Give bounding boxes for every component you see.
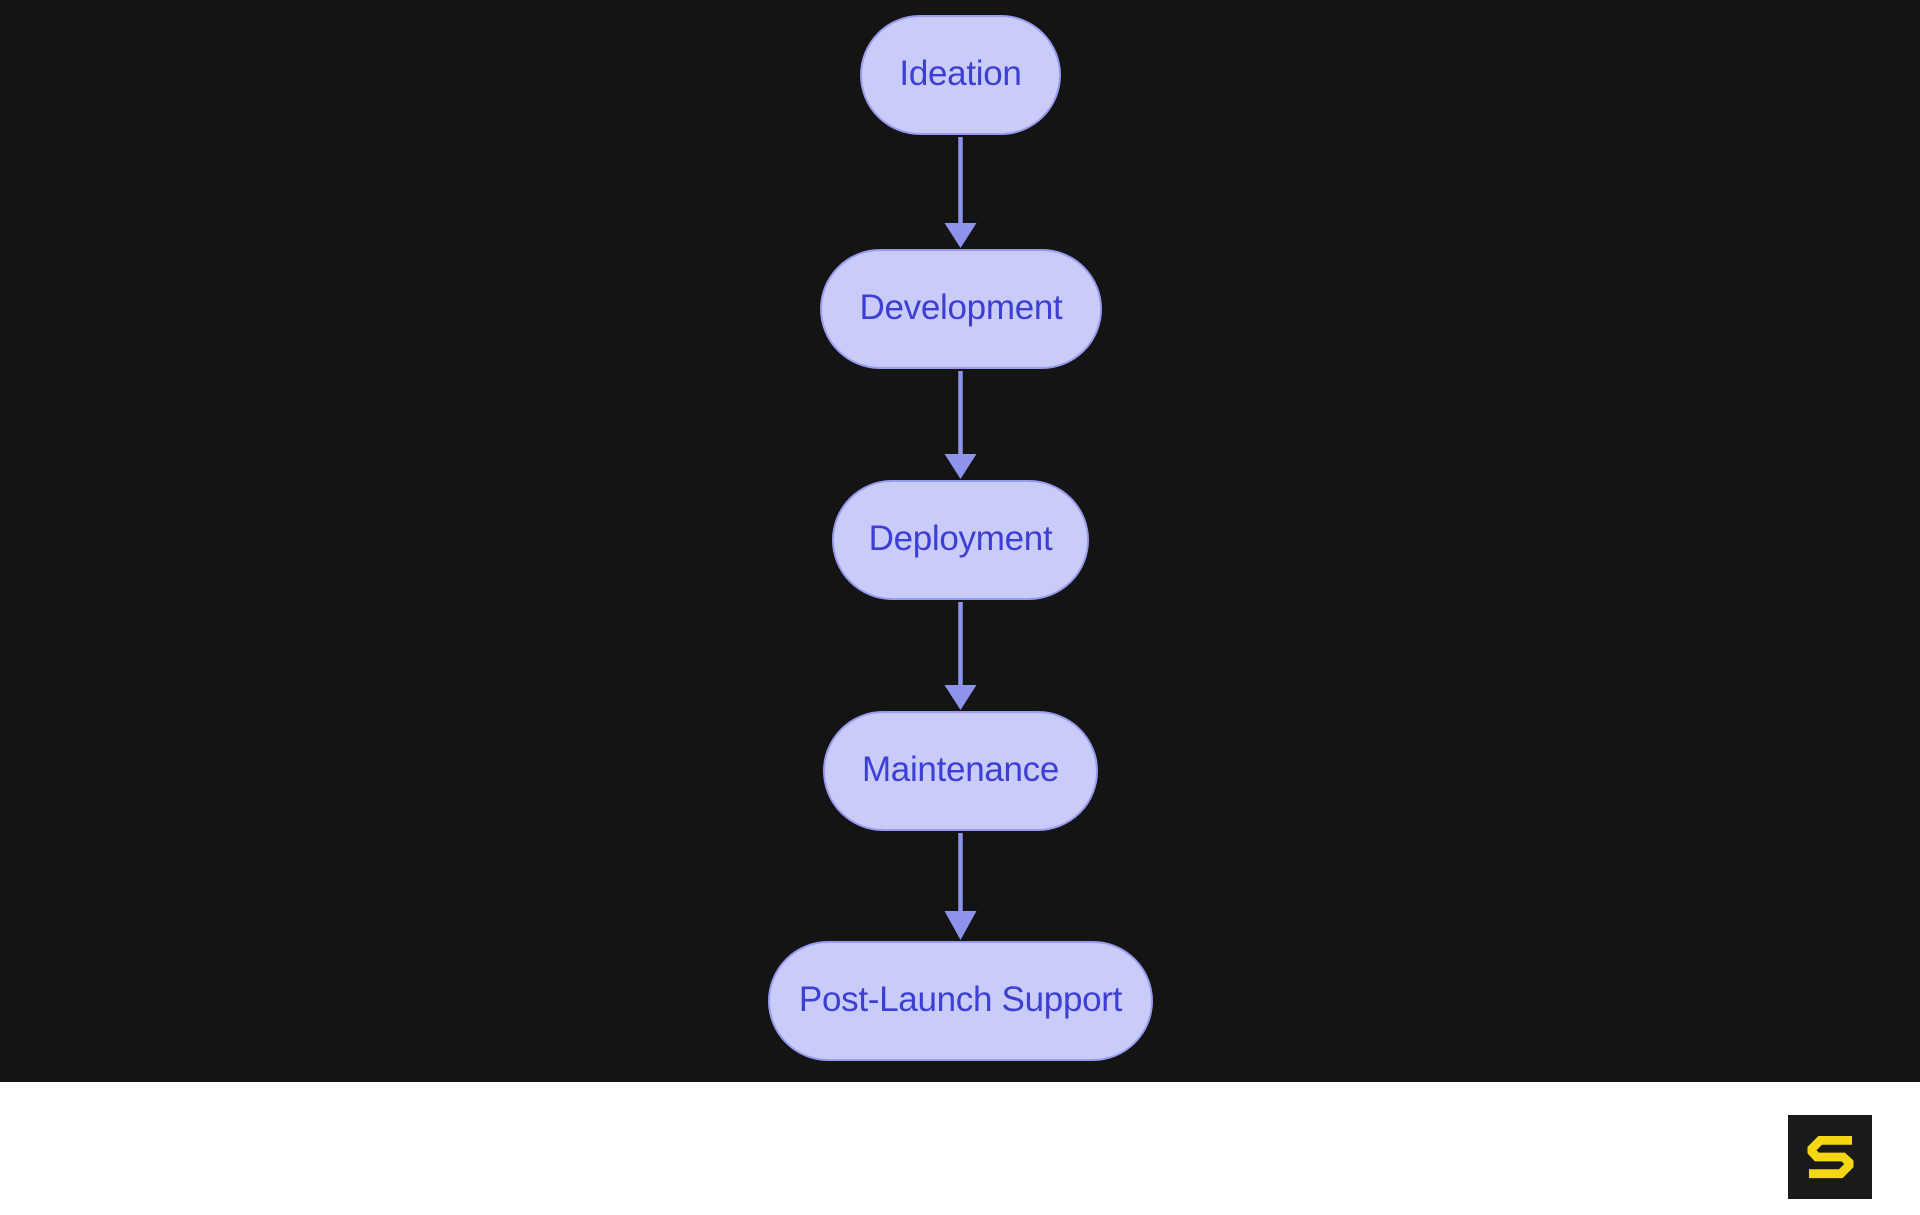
footer-band: [0, 1082, 1920, 1215]
edge-maintenance-postlaunch: [944, 833, 977, 940]
node-label: Maintenance: [861, 750, 1060, 789]
flow-node-deployment[interactable]: Deployment: [832, 480, 1089, 600]
flow-node-maintenance[interactable]: Maintenance: [823, 711, 1098, 831]
edge-ideation-development: [944, 137, 977, 248]
node-label: Development: [859, 288, 1063, 327]
edge-development-deployment: [944, 371, 977, 479]
s-logo-icon: [1806, 1135, 1854, 1178]
flow-node-ideation[interactable]: Ideation: [860, 15, 1061, 135]
node-label: Deployment: [868, 519, 1053, 558]
diagram-canvas: Ideation Development Deployment Maintena…: [0, 0, 1920, 1082]
flow-node-development[interactable]: Development: [820, 249, 1102, 369]
edge-deployment-maintenance: [944, 602, 977, 710]
flow-edges: [944, 137, 977, 940]
flow-node-post-launch-support[interactable]: Post-Launch Support: [768, 941, 1153, 1061]
node-label: Ideation: [899, 54, 1022, 93]
node-label: Post-Launch Support: [798, 980, 1123, 1019]
brand-logo-badge[interactable]: [1788, 1115, 1872, 1199]
